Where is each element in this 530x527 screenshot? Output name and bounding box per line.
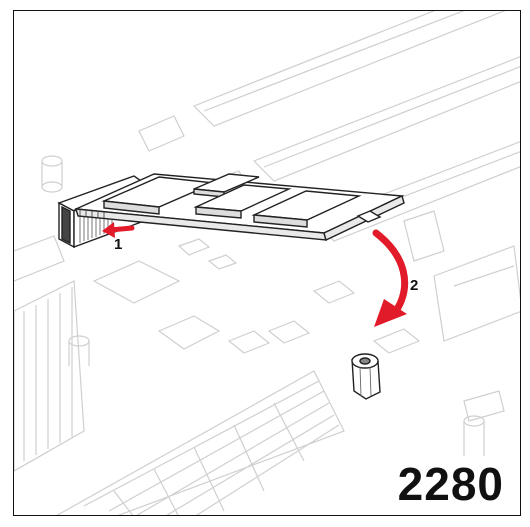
module-size-label: 2280	[397, 458, 504, 510]
step-1-label: 1	[114, 236, 123, 253]
motherboard-background	[14, 11, 520, 515]
chip	[157, 315, 221, 350]
standoff	[351, 353, 381, 400]
heatsink	[56, 370, 345, 515]
chip	[92, 260, 181, 304]
arrow-2	[372, 229, 409, 327]
arrow-1	[102, 222, 135, 238]
pcie-slot	[138, 11, 506, 152]
diagram-frame: 1 2 2280	[13, 10, 521, 516]
heatsink	[14, 280, 85, 472]
m2-installation-illustration	[14, 11, 520, 515]
step-2-label: 2	[410, 277, 419, 294]
m2-ssd-module	[73, 173, 405, 241]
